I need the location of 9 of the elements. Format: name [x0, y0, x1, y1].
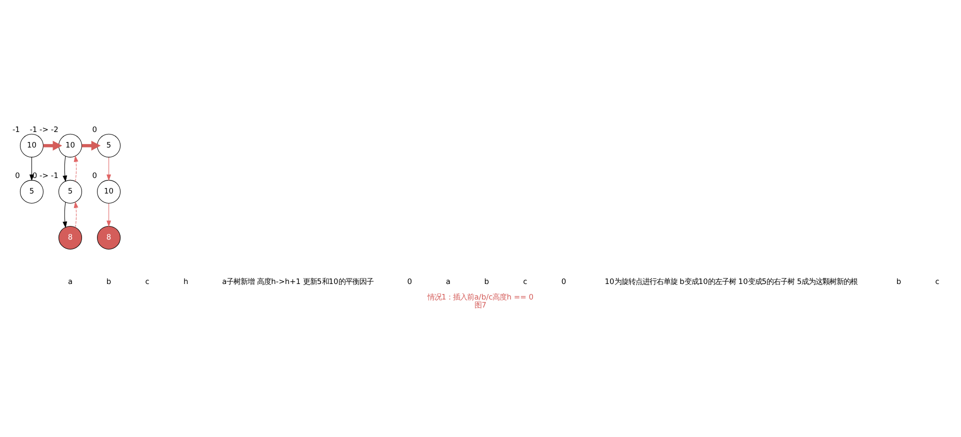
arrow	[106, 156, 112, 180]
arrow	[74, 200, 78, 228]
arrow	[62, 155, 68, 182]
arrow	[43, 140, 62, 150]
arrow	[29, 156, 34, 180]
arrow	[82, 140, 101, 150]
arrow	[74, 154, 78, 182]
arrow	[106, 202, 112, 227]
arrow	[62, 201, 68, 228]
